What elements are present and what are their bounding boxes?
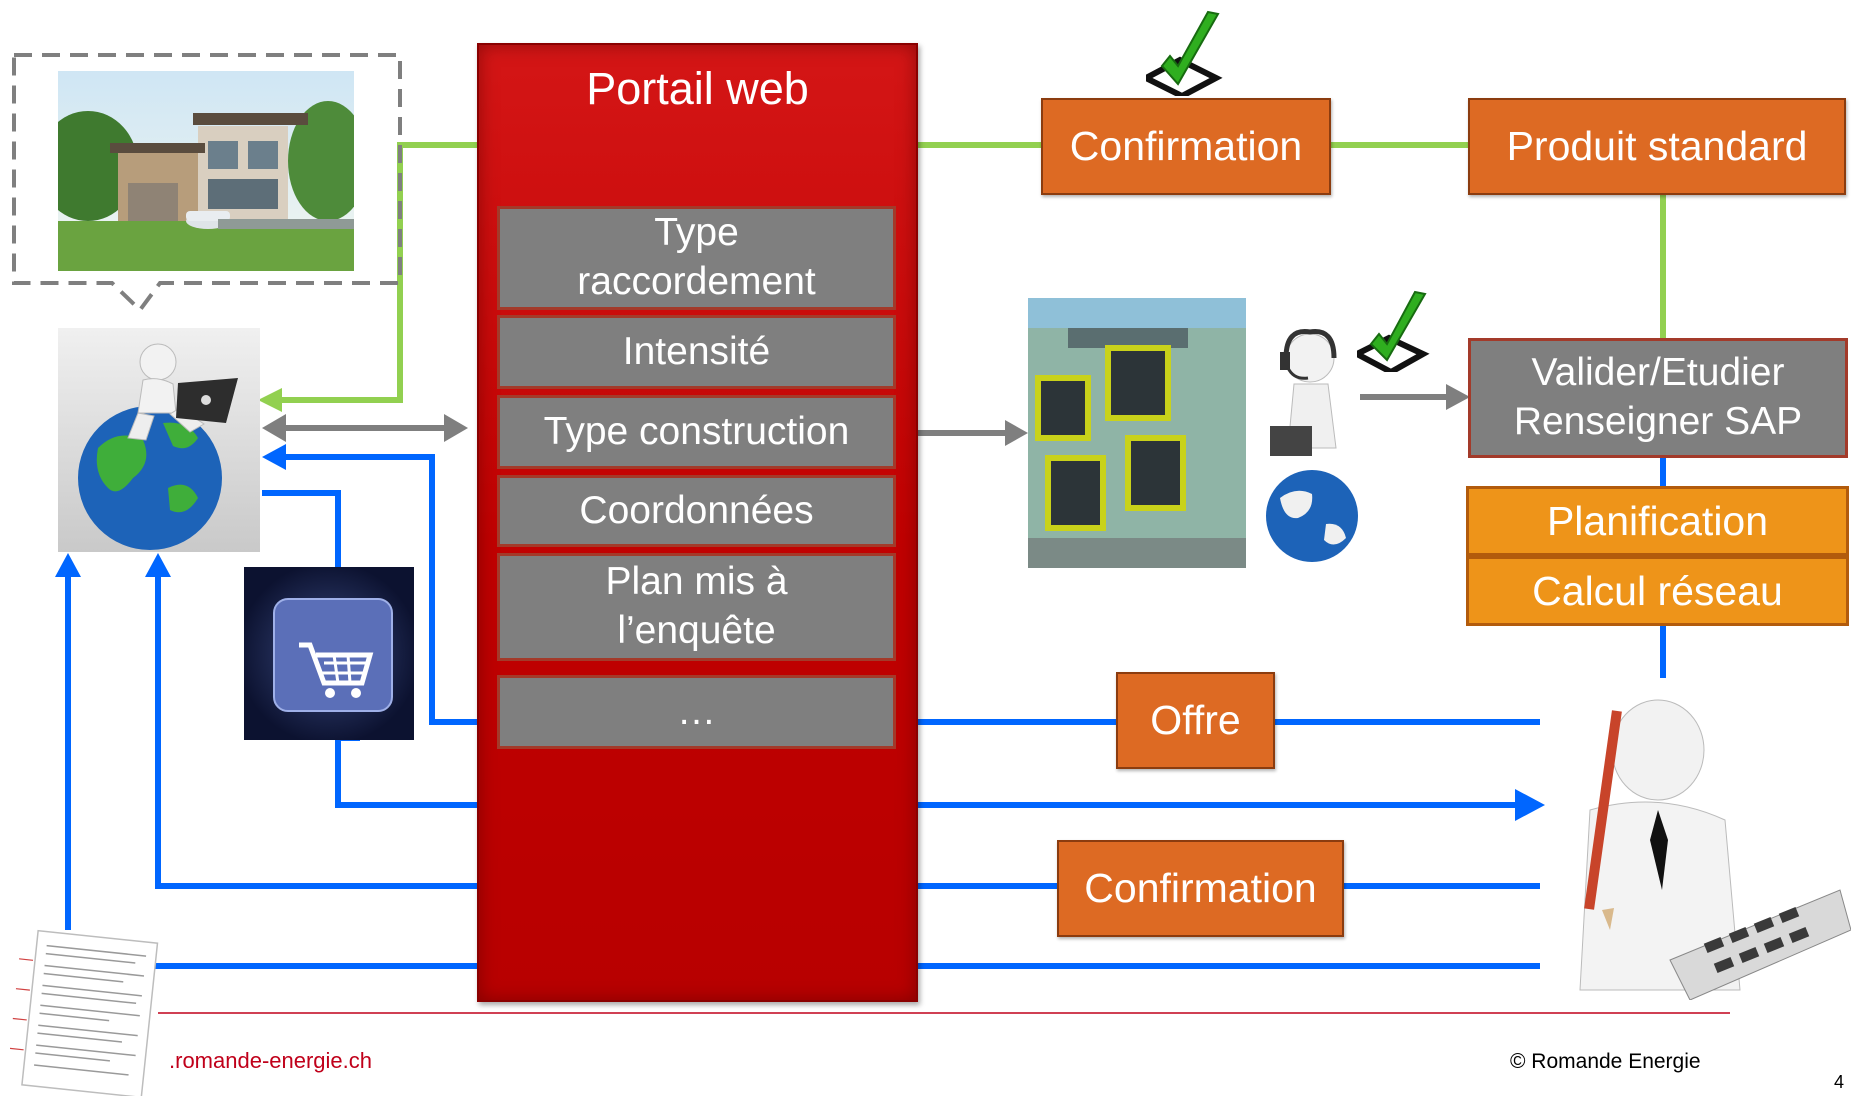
field-line: raccordement xyxy=(577,260,816,303)
invoice-document-icon xyxy=(9,926,160,1099)
green-line-top xyxy=(258,142,1666,412)
house-speech-bubble xyxy=(12,53,402,314)
footer-url[interactable]: .romande-energie.ch xyxy=(158,1048,373,1073)
valider-etudier-box: Valider/Etudier Renseigner SAP xyxy=(1468,338,1848,458)
calculator-person-icon xyxy=(1540,690,1851,1001)
confirmation-box-bottom: Confirmation xyxy=(1057,840,1344,937)
field-line: l’enquête xyxy=(617,609,776,652)
field-line: Plan mis à xyxy=(605,560,788,604)
gray-double-arrow-left xyxy=(262,414,468,442)
page-number: 4 xyxy=(1834,1072,1845,1092)
calcul-reseau-box: Calcul réseau xyxy=(1466,556,1849,626)
portal-web-panel: Portail web Type raccordement Intensité … xyxy=(477,43,918,1002)
globe-user-icon xyxy=(58,328,260,552)
field-intensite[interactable]: Intensité xyxy=(497,315,896,389)
checkmark-icon xyxy=(1139,8,1226,100)
shopping-cart-key-icon xyxy=(244,567,414,740)
produit-standard-box: Produit standard xyxy=(1468,98,1846,195)
blue-lines xyxy=(65,454,1666,969)
valider-line1: Valider/Etudier xyxy=(1531,351,1785,395)
field-line: Intensité xyxy=(622,329,771,373)
checkmark-icon xyxy=(1350,288,1433,376)
field-type-construction[interactable]: Type construction xyxy=(497,395,896,469)
field-plan-enquete[interactable]: Plan mis à l’enquête xyxy=(497,553,896,661)
gray-arrow-to-valider xyxy=(1357,384,1470,410)
office-building-photo xyxy=(1028,298,1246,568)
house-photo xyxy=(38,71,368,271)
field-type-raccordement[interactable]: Type raccordement xyxy=(497,206,896,310)
field-line: Coordonnées xyxy=(579,488,814,532)
blue-arrowheads xyxy=(55,444,1545,821)
offre-box: Offre xyxy=(1116,672,1275,769)
planification-box: Planification xyxy=(1466,486,1849,556)
field-line: … xyxy=(677,689,716,733)
field-coordonnees[interactable]: Coordonnées xyxy=(497,475,896,547)
confirmation-box-top: Confirmation xyxy=(1041,98,1331,195)
field-line: Type xyxy=(654,211,739,255)
field-line: Type construction xyxy=(543,409,850,453)
field-more[interactable]: … xyxy=(497,675,896,749)
valider-line2: Renseigner SAP xyxy=(1513,400,1803,443)
headset-agent-icon xyxy=(1250,328,1360,568)
footer-copyright: © Romande Energie xyxy=(1510,1050,1701,1073)
portal-title: Portail web xyxy=(586,63,809,114)
